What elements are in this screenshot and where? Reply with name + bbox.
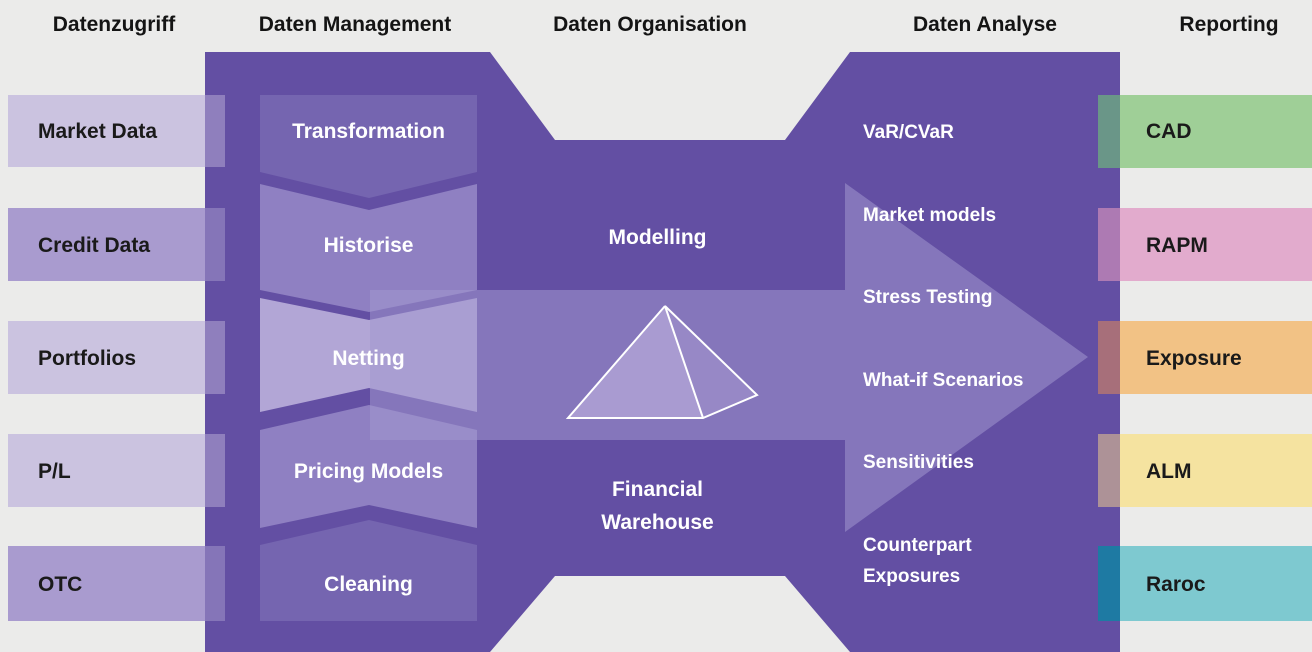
report-label-alm: ALM: [1146, 460, 1192, 483]
org-label-warehouse: Warehouse: [601, 511, 714, 534]
org-label-modelling: Modelling: [608, 226, 707, 249]
report-tile-exposure-tab: [1098, 321, 1120, 394]
pyramid-outline: [565, 305, 759, 419]
management-steps: [260, 95, 477, 621]
source-tile-pl: [8, 434, 225, 507]
analysis-label-exposures: Exposures: [863, 566, 961, 587]
header-reporting: Reporting: [1179, 13, 1279, 36]
report-label-exposure: Exposure: [1146, 347, 1242, 370]
analysis-label-sensitivities: Sensitivities: [863, 452, 974, 473]
header-daten-organisation: Daten Organisation: [553, 13, 747, 36]
step-label-cleaning: Cleaning: [324, 573, 413, 596]
analysis-label-market-models: Market models: [863, 205, 997, 226]
source-label-credit-data: Credit Data: [38, 234, 151, 257]
flow-arrow: [370, 183, 1088, 532]
report-tile-cad: [1098, 95, 1312, 168]
report-tile-raroc: [1098, 546, 1312, 621]
source-label-otc: OTC: [38, 573, 83, 596]
report-label-rapm: RAPM: [1146, 234, 1208, 257]
source-label-pl: P/L: [38, 460, 71, 483]
source-tile-market-data-tab: [205, 95, 225, 167]
report-tile-alm: [1098, 434, 1312, 507]
source-tile-portfolios-tab: [205, 321, 225, 394]
source-label-portfolios: Portfolios: [38, 347, 136, 370]
header-daten-management: Daten Management: [258, 13, 452, 36]
report-tile-rapm: [1098, 208, 1312, 281]
report-tile-rapm-tab: [1098, 208, 1120, 281]
report-tile-exposure: [1098, 321, 1312, 394]
source-tile-market-data: [8, 95, 225, 167]
report-label-raroc: Raroc: [1146, 573, 1206, 596]
report-tile-alm-tab: [1098, 434, 1120, 507]
report-label-cad: CAD: [1146, 120, 1192, 143]
step-label-historise: Historise: [323, 234, 414, 257]
analysis-label-var-cvar: VaR/CVaR: [863, 122, 954, 143]
pyramid-face-right: [665, 306, 757, 418]
source-tile-otc: [8, 546, 225, 621]
source-tile-portfolios: [8, 321, 225, 394]
report-tile-raroc-tab: [1098, 546, 1120, 621]
source-tile-credit-data-tab: [205, 208, 225, 281]
reporting-tiles: [1098, 95, 1312, 621]
header-datenzugriff: Datenzugriff: [52, 13, 176, 36]
source-tile-pl-tab: [205, 434, 225, 507]
step-label-pricing-models: Pricing Models: [293, 460, 444, 483]
source-tile-credit-data: [8, 208, 225, 281]
step-label-netting: Netting: [332, 347, 405, 370]
source-tile-otc-tab: [205, 546, 225, 621]
analysis-label-stress-testing: Stress Testing: [863, 287, 993, 308]
analysis-label-counterpart: Counterpart: [863, 535, 972, 556]
step-shape-historise: [260, 184, 477, 312]
source-label-market-data: Market Data: [38, 120, 158, 143]
step-shape-transformation: [260, 95, 477, 198]
step-shape-cleaning: [260, 520, 477, 621]
org-label-financial: Financial: [611, 478, 704, 501]
analysis-label-what-if: What-if Scenarios: [863, 370, 1024, 391]
pyramid-face-left: [568, 306, 703, 418]
source-tiles: [8, 95, 225, 621]
header-daten-analyse: Daten Analyse: [913, 13, 1057, 36]
pyramid-icon: [565, 305, 759, 419]
report-tile-cad-tab: [1098, 95, 1120, 168]
step-label-transformation: Transformation: [292, 120, 445, 143]
